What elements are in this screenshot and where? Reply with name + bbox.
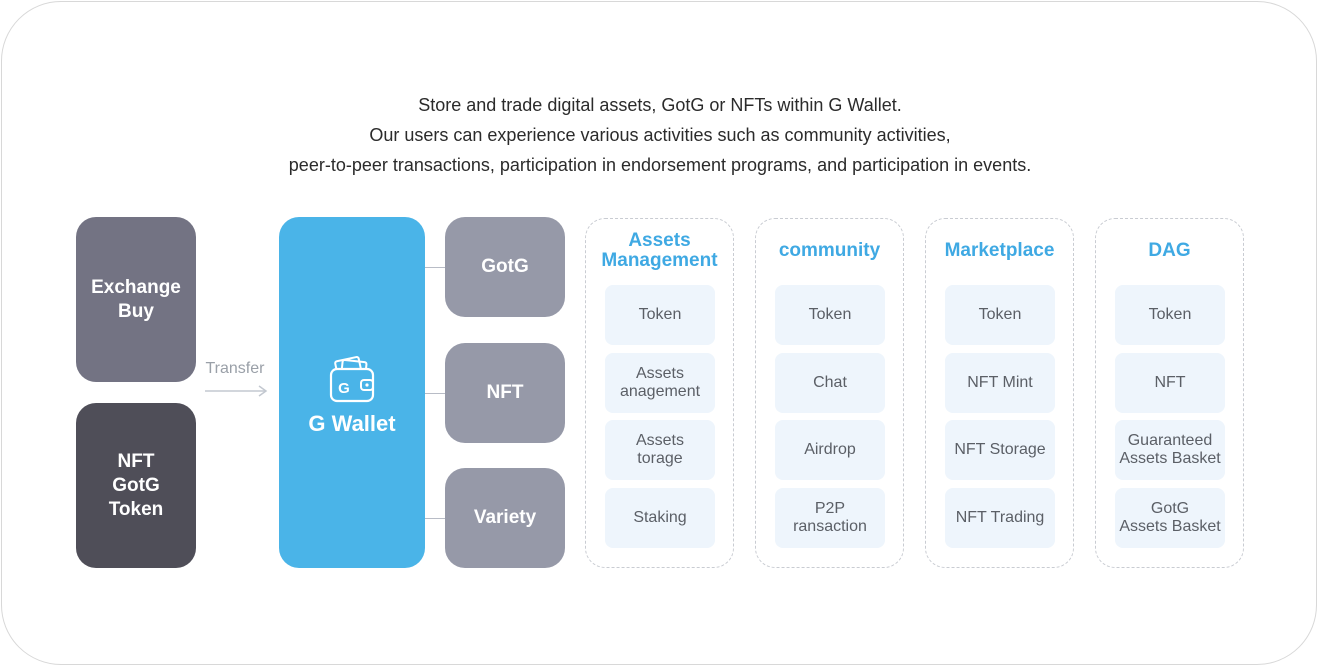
- asset-label: Variety: [473, 507, 537, 528]
- transfer-label: Transfer: [205, 360, 265, 377]
- panel-title: Marketplace: [926, 241, 1073, 261]
- panel-title-line: Marketplace: [944, 240, 1055, 261]
- panel-item: Chat: [775, 353, 885, 413]
- svg-text:G: G: [338, 380, 350, 397]
- transfer-connector: Transfer: [200, 360, 270, 397]
- item-label: Airdrop: [804, 441, 856, 458]
- item-label: torage: [637, 450, 683, 467]
- source-exchange-buy: Exchange Buy: [76, 217, 196, 382]
- intro-text: Store and trade digital assets, GotG or …: [0, 90, 1320, 180]
- source-label: Exchange: [91, 276, 181, 298]
- connector-line: [425, 518, 445, 519]
- item-label: Chat: [813, 374, 847, 391]
- panel-title: community: [756, 241, 903, 261]
- panel-title: Assets Management: [586, 231, 733, 271]
- g-wallet-label: G Wallet: [308, 410, 396, 436]
- item-label: Assets: [635, 432, 684, 449]
- asset-label: GotG: [481, 256, 529, 277]
- source-label: Buy: [118, 300, 154, 322]
- item-label: Staking: [633, 509, 687, 526]
- source-nft-gotg-token: NFT GotG Token: [76, 403, 196, 568]
- panel-item: Staking: [605, 488, 715, 548]
- panel-marketplace: Marketplace Token NFT Mint NFT Storage N…: [925, 218, 1074, 568]
- item-label: Token: [1148, 306, 1192, 323]
- item-label: NFT: [1154, 374, 1186, 391]
- panel-item: Token: [775, 285, 885, 345]
- connector-line: [425, 267, 445, 268]
- item-label: Guaranteed: [1127, 432, 1213, 449]
- item-label: NFT Mint: [967, 374, 1033, 391]
- item-label: Assets Basket: [1119, 450, 1221, 467]
- item-label: NFT Storage: [954, 441, 1046, 458]
- asset-label: NFT: [486, 382, 524, 403]
- wallet-icon: G: [329, 355, 375, 402]
- panel-item: Token: [945, 285, 1055, 345]
- asset-variety: Variety: [445, 468, 565, 568]
- panel-item: NFT: [1115, 353, 1225, 413]
- panel-item: Token: [1115, 285, 1225, 345]
- intro-line-3: peer-to-peer transactions, participation…: [288, 155, 1032, 175]
- panel-title-line: DAG: [1148, 240, 1191, 261]
- panel-item: Airdrop: [775, 420, 885, 480]
- item-label: Token: [808, 306, 852, 323]
- intro-line-1: Store and trade digital assets, GotG or …: [418, 95, 902, 115]
- panel-item: NFT Storage: [945, 420, 1055, 480]
- arrow-right-icon: [205, 385, 268, 397]
- item-label: GotG: [1150, 500, 1190, 517]
- item-label: Token: [638, 306, 682, 323]
- g-wallet-box: G G Wallet: [279, 217, 425, 568]
- asset-gotg: GotG: [445, 217, 565, 317]
- panel-item: Token: [605, 285, 715, 345]
- source-label: NFT: [117, 450, 155, 472]
- item-label: NFT Trading: [955, 509, 1045, 526]
- source-label: Token: [108, 498, 164, 520]
- panel-title-line: Management: [601, 250, 718, 271]
- item-label: anagement: [619, 383, 701, 400]
- item-label: P2P: [814, 500, 846, 517]
- panel-title-line: community: [778, 240, 881, 261]
- connector-line: [425, 393, 445, 394]
- panel-title: DAG: [1096, 241, 1243, 261]
- source-label: GotG: [112, 474, 160, 496]
- panel-title-line: Assets: [628, 230, 691, 251]
- item-label: ransaction: [793, 518, 867, 535]
- asset-nft: NFT: [445, 343, 565, 443]
- intro-line-2: Our users can experience various activit…: [369, 125, 951, 145]
- item-label: Token: [978, 306, 1022, 323]
- panel-item: NFT Trading: [945, 488, 1055, 548]
- item-label: Assets: [635, 365, 684, 382]
- panel-item: NFT Mint: [945, 353, 1055, 413]
- item-label: Assets Basket: [1119, 518, 1221, 535]
